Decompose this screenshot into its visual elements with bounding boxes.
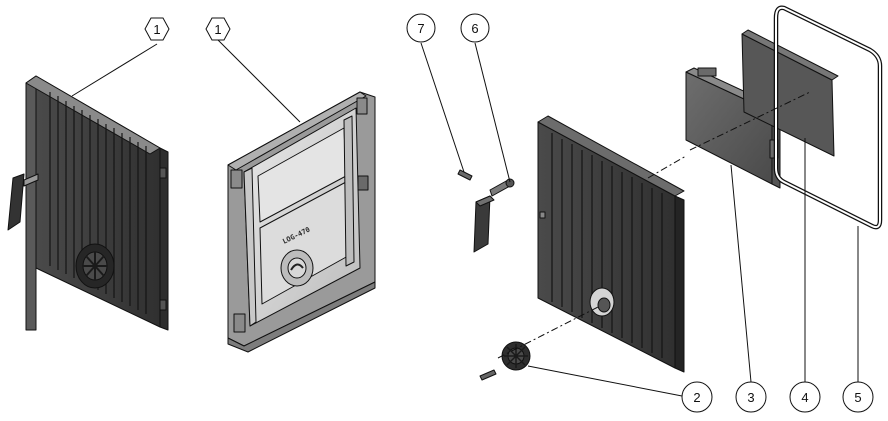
- front-knob-rosette: [75, 243, 115, 289]
- door-panel-front-view: [7, 75, 169, 331]
- callout-1-front: 1: [71, 17, 170, 97]
- callout-3: 3: [730, 164, 767, 413]
- callout-7: 7: [406, 13, 465, 173]
- door-panel-rear-view: LOG-470: [227, 91, 376, 353]
- pin-part-7: [457, 169, 473, 181]
- callout-6-label: 6: [471, 21, 478, 36]
- latch-handle-loose: [473, 195, 495, 253]
- callout-7-label: 7: [417, 21, 424, 36]
- callout-1-front-label: 1: [153, 22, 160, 37]
- front-ribs: [49, 92, 147, 314]
- callout-6: 6: [460, 13, 511, 183]
- gasket-frame-part-5: [773, 5, 883, 230]
- knob-part-2: [479, 341, 531, 381]
- callout-4-label: 4: [801, 390, 808, 405]
- rear-knob-socket: [280, 249, 314, 287]
- callout-1-rear: 1: [205, 17, 301, 123]
- shaft-part-6: [489, 178, 515, 197]
- callout-2-label: 2: [693, 390, 700, 405]
- door-panel-exploded: [537, 115, 685, 373]
- callout-5-label: 5: [854, 390, 861, 405]
- callout-2: 2: [527, 365, 713, 413]
- callout-4: 4: [789, 138, 821, 413]
- callout-5: 5: [842, 226, 874, 413]
- side-latch-handle: [7, 173, 39, 231]
- plate-part-4: [741, 29, 839, 157]
- callout-3-label: 3: [747, 390, 754, 405]
- callout-1-rear-label: 1: [214, 22, 221, 37]
- assembly-center-lines: [497, 91, 811, 359]
